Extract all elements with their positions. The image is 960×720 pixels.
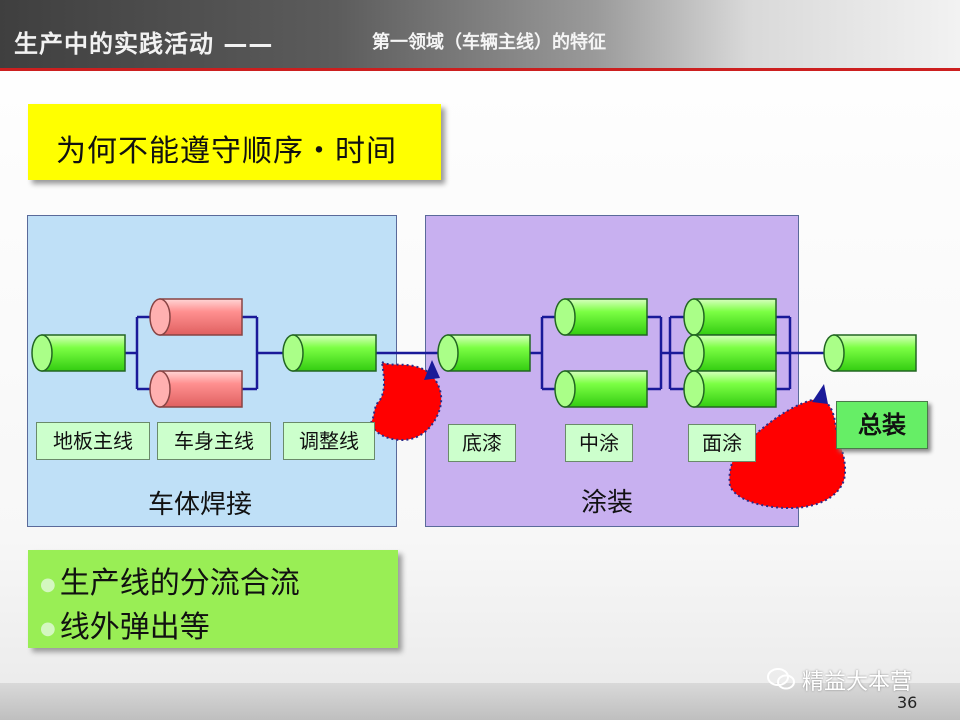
header-title-text: 生产中的实践活动	[14, 30, 214, 58]
cylinder-middle-coat-lower	[554, 370, 648, 408]
bullet-icon: ●	[40, 618, 56, 639]
header-subtitle: 第一领域（车辆主线）的特征	[372, 32, 606, 53]
cylinder-top-coat-2	[683, 334, 777, 372]
question-text: 为何不能遵守顺序・时间	[56, 134, 397, 169]
cylinder-top-coat-3	[683, 370, 777, 408]
header-divider	[0, 68, 960, 71]
note-text: 线外弹出等	[59, 610, 210, 645]
wechat-icon	[767, 668, 795, 690]
notes-box: ●生产线的分流合流 ●线外弹出等	[28, 550, 398, 648]
brand-watermark: 精益大本营	[802, 670, 913, 695]
disruption-blob-painting	[728, 398, 846, 510]
header-title: 生产中的实践活动 ——	[14, 24, 273, 59]
footer-bar	[0, 683, 960, 720]
painting-section-title: 涂装	[581, 488, 634, 518]
label-middle-coat: 中涂	[565, 424, 633, 462]
label-floor-line: 地板主线	[36, 422, 150, 460]
cylinder-floor-line	[31, 334, 126, 372]
slide-header: 生产中的实践活动 —— 第一领域（车辆主线）的特征	[0, 0, 960, 68]
cylinder-primer	[437, 334, 531, 372]
disruption-arrow-painting	[812, 384, 828, 404]
note-item: ●线外弹出等	[40, 602, 210, 646]
cylinder-body-line-lower	[149, 370, 243, 408]
label-primer: 底漆	[448, 424, 516, 462]
page-number: 36	[897, 693, 918, 712]
cylinder-middle-coat-upper	[554, 298, 648, 336]
bullet-icon: ●	[40, 574, 56, 595]
note-item: ●生产线的分流合流	[40, 558, 300, 602]
cylinder-adjust-line	[282, 334, 377, 372]
cylinder-top-coat-1	[683, 298, 777, 336]
question-box: 为何不能遵守顺序・时间	[28, 104, 441, 180]
label-top-coat: 面涂	[688, 424, 756, 462]
label-final-assembly: 总装	[836, 401, 928, 449]
welding-section-title: 车体焊接	[148, 490, 253, 520]
disruption-blob-welding	[368, 360, 443, 442]
note-text: 生产线的分流合流	[59, 566, 300, 601]
cylinder-body-line-upper	[149, 298, 243, 336]
flow-connectors	[125, 315, 826, 391]
label-adjust-line: 调整线	[283, 422, 375, 460]
cylinder-assembly	[823, 334, 917, 372]
disruption-arrow-welding	[424, 360, 440, 380]
header-dash: ——	[223, 30, 274, 58]
label-body-line: 车身主线	[157, 422, 271, 460]
